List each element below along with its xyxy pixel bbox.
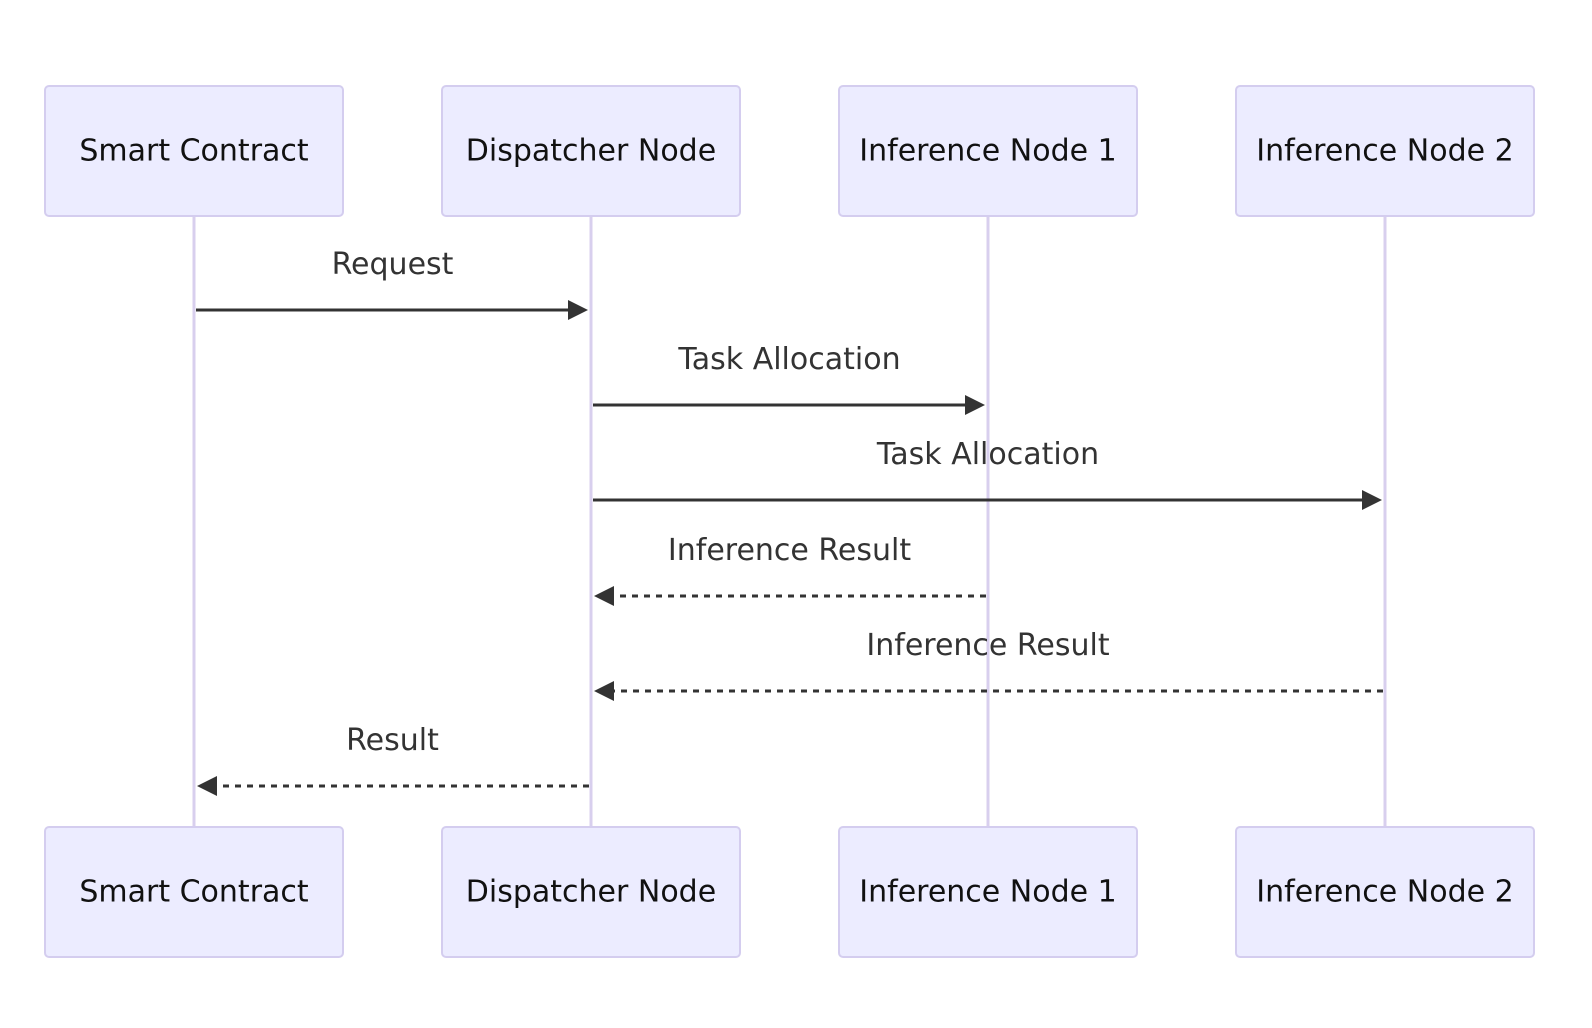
participant-label: Inference Node 2 bbox=[1256, 875, 1513, 910]
message-1-request: Request bbox=[196, 247, 588, 320]
participant-inference-node-2-bottom: Inference Node 2 bbox=[1235, 826, 1535, 958]
message-3-task-allocation: Task Allocation bbox=[593, 437, 1382, 510]
participant-dispatcher-node-top: Dispatcher Node bbox=[441, 85, 741, 217]
participant-box bbox=[838, 85, 1138, 217]
arrowhead-icon bbox=[965, 395, 985, 415]
participant-label: Inference Node 2 bbox=[1256, 134, 1513, 169]
participant-box bbox=[1235, 826, 1535, 958]
message-5-inference-result: Inference Result bbox=[594, 628, 1383, 701]
participant-label: Inference Node 1 bbox=[859, 875, 1116, 910]
participants-top: Smart Contract Dispatcher Node Inference N… bbox=[44, 85, 1535, 217]
participant-smart-contract-top: Smart Contract bbox=[44, 85, 344, 217]
participant-label: Dispatcher Node bbox=[466, 134, 716, 169]
arrowhead-icon bbox=[568, 300, 588, 320]
participant-box bbox=[838, 826, 1138, 958]
participant-box bbox=[441, 85, 741, 217]
participant-dispatcher-node-bottom: Dispatcher Node bbox=[441, 826, 741, 958]
message-label: Result bbox=[346, 723, 439, 758]
message-label: Task Allocation bbox=[876, 437, 1099, 472]
arrowhead-icon bbox=[594, 586, 614, 606]
arrowhead-icon bbox=[1362, 490, 1382, 510]
message-2-task-allocation: Task Allocation bbox=[593, 342, 985, 415]
lifelines bbox=[192, 216, 1387, 827]
participant-inference-node-1-top: Inference Node 1 bbox=[838, 85, 1138, 217]
arrowhead-icon bbox=[594, 681, 614, 701]
participant-label: Smart Contract bbox=[79, 134, 309, 169]
participant-label: Dispatcher Node bbox=[466, 875, 716, 910]
message-label: Inference Result bbox=[668, 533, 911, 568]
participant-box bbox=[441, 826, 741, 958]
participant-box bbox=[1235, 85, 1535, 217]
participant-inference-node-2-top: Inference Node 2 bbox=[1235, 85, 1535, 217]
participant-smart-contract-bottom: Smart Contract bbox=[44, 826, 344, 958]
participant-label: Inference Node 1 bbox=[859, 134, 1116, 169]
participant-label: Smart Contract bbox=[79, 875, 309, 910]
message-label: Task Allocation bbox=[677, 342, 900, 377]
message-label: Request bbox=[332, 247, 454, 282]
message-4-inference-result: Inference Result bbox=[594, 533, 986, 606]
message-6-result: Result bbox=[197, 723, 589, 796]
arrowhead-icon bbox=[197, 776, 217, 796]
participant-box bbox=[44, 85, 344, 217]
participants-bottom: Smart Contract Dispatcher Node Inference N… bbox=[44, 826, 1535, 958]
participant-inference-node-1-bottom: Inference Node 1 bbox=[838, 826, 1138, 958]
participant-box bbox=[44, 826, 344, 958]
message-label: Inference Result bbox=[866, 628, 1109, 663]
